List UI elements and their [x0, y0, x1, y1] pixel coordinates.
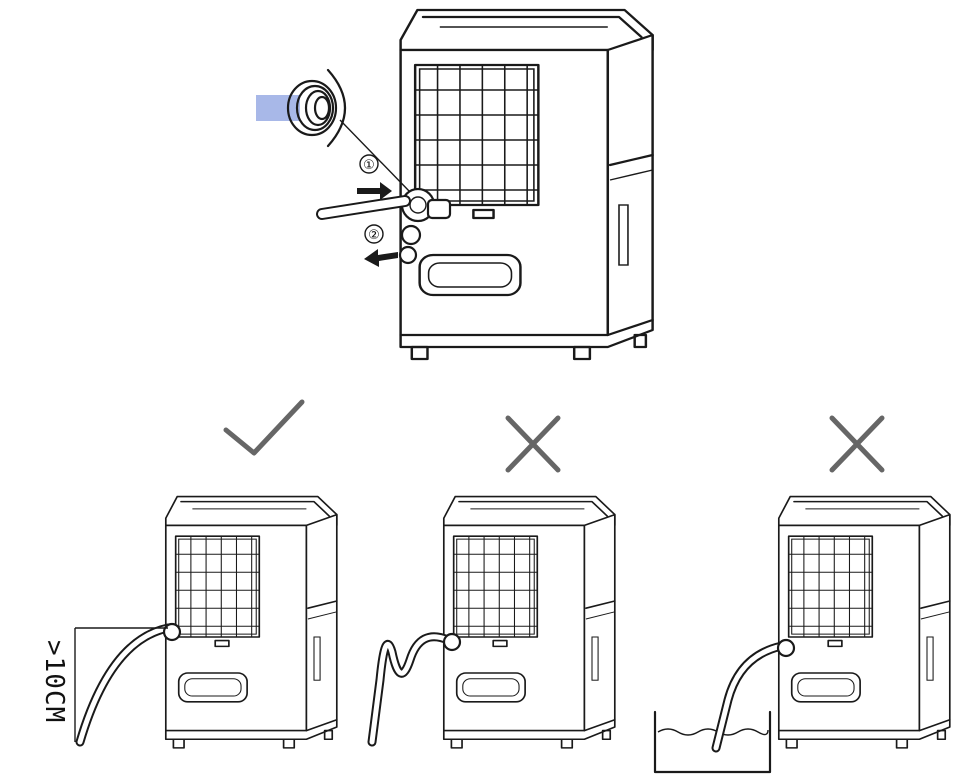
- water-container: [653, 710, 772, 774]
- drain-outlet: [398, 187, 452, 265]
- drain-hose-insert: [316, 195, 411, 220]
- installation-unit: [399, 8, 654, 361]
- tighten-arrow-icon: [364, 249, 398, 267]
- cross-icon: [829, 415, 885, 473]
- hose-submerged: [711, 638, 796, 753]
- push-arrow-icon: [357, 182, 392, 200]
- unit-wrong-submerged: [777, 495, 951, 749]
- step-2: ②: [364, 224, 398, 267]
- height-label: >10CM: [39, 640, 69, 723]
- zoom-leader-line: [339, 119, 411, 193]
- hose-kinked: [367, 632, 462, 747]
- hose-correct: [75, 622, 182, 747]
- height-bracket: [74, 627, 168, 742]
- step-2-label: ②: [368, 228, 380, 243]
- cross-icon: [505, 415, 561, 473]
- step-1-label: ①: [363, 158, 375, 173]
- unit-correct: [164, 495, 338, 749]
- hose-end-closeup: [256, 68, 347, 148]
- check-icon: [223, 399, 305, 456]
- step-1: ①: [357, 154, 392, 200]
- unit-wrong-kinked: [442, 495, 616, 749]
